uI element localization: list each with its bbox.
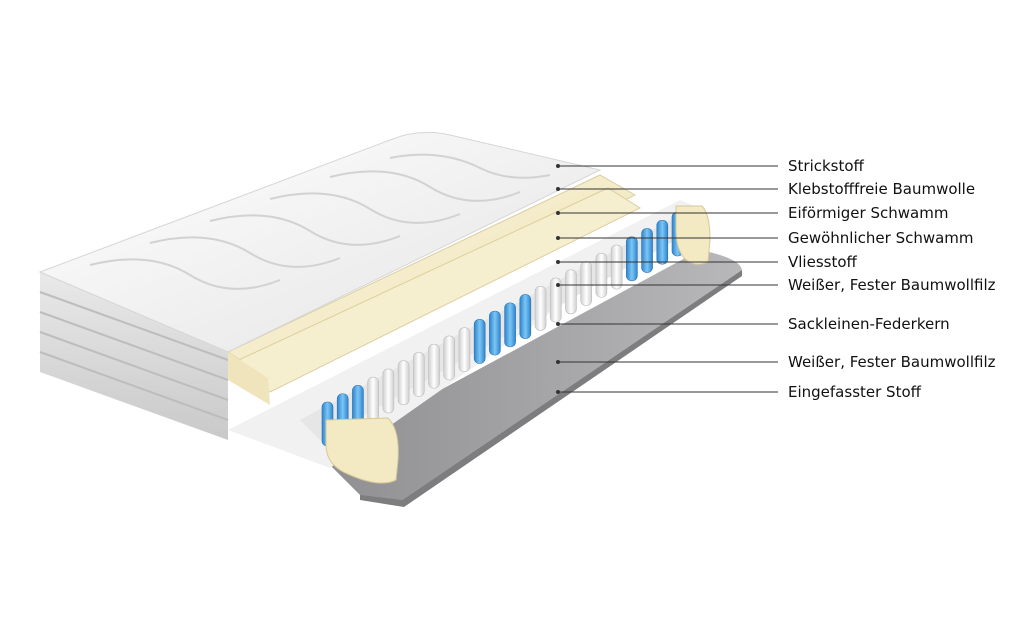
quilted-top	[38, 131, 602, 353]
white-pocket-spring	[443, 335, 456, 381]
layer-label: Klebstofffreie Baumwolle	[788, 180, 976, 198]
foam-edge-block-front	[325, 417, 399, 484]
layer-label: Eiförmiger Schwamm	[788, 204, 949, 222]
white-pocket-spring	[610, 244, 623, 290]
side-layer-lines	[39, 291, 229, 421]
leader-dot	[556, 164, 560, 168]
white-pocket-spring	[413, 352, 425, 397]
base-fabric	[320, 250, 742, 502]
blue-pocket-spring	[504, 302, 516, 348]
foam-front	[228, 352, 270, 405]
foam-edge-block-back	[675, 205, 711, 265]
leader-dot	[556, 211, 560, 215]
mattress-side	[40, 272, 228, 440]
leader-dot	[556, 360, 560, 364]
leader-dot	[556, 187, 560, 191]
white-pocket-spring	[595, 253, 608, 298]
white-pocket-spring	[367, 376, 379, 422]
layer-label: Weißer, Fester Baumwollfilz	[788, 276, 996, 294]
white-pocket-spring	[397, 360, 410, 405]
blue-pocket-spring	[489, 310, 501, 356]
layer-label: Gewöhnlicher Schwamm	[788, 229, 974, 247]
leader-dot	[556, 260, 560, 264]
white-pocket-spring	[580, 261, 592, 306]
leader-dot	[556, 390, 560, 394]
leader-dot	[556, 283, 560, 287]
white-pocket-spring	[382, 368, 395, 414]
leader-dot	[556, 236, 560, 240]
layer-label: Strickstoff	[788, 157, 864, 175]
blue-pocket-spring	[473, 319, 486, 364]
layer-label: Vliesstoff	[788, 253, 857, 271]
layer-label: Eingefasster Stoff	[788, 383, 921, 401]
white-pocket-spring	[549, 277, 562, 323]
white-pocket-spring	[565, 269, 577, 315]
white-pocket-spring	[428, 343, 440, 389]
white-pocket-spring	[458, 327, 471, 372]
quilt-waves	[89, 153, 551, 290]
layer-label: Sackleinen-Federkern	[788, 315, 950, 333]
leader-dot	[556, 322, 560, 326]
blue-pocket-spring	[519, 294, 532, 339]
leader-lines	[558, 165, 778, 393]
blue-pocket-spring	[626, 236, 638, 282]
blue-pocket-spring	[641, 228, 653, 273]
layer-label: Weißer, Fester Baumwollfilz	[788, 353, 996, 371]
blue-pocket-spring	[656, 219, 669, 265]
white-pocket-spring	[534, 286, 547, 331]
